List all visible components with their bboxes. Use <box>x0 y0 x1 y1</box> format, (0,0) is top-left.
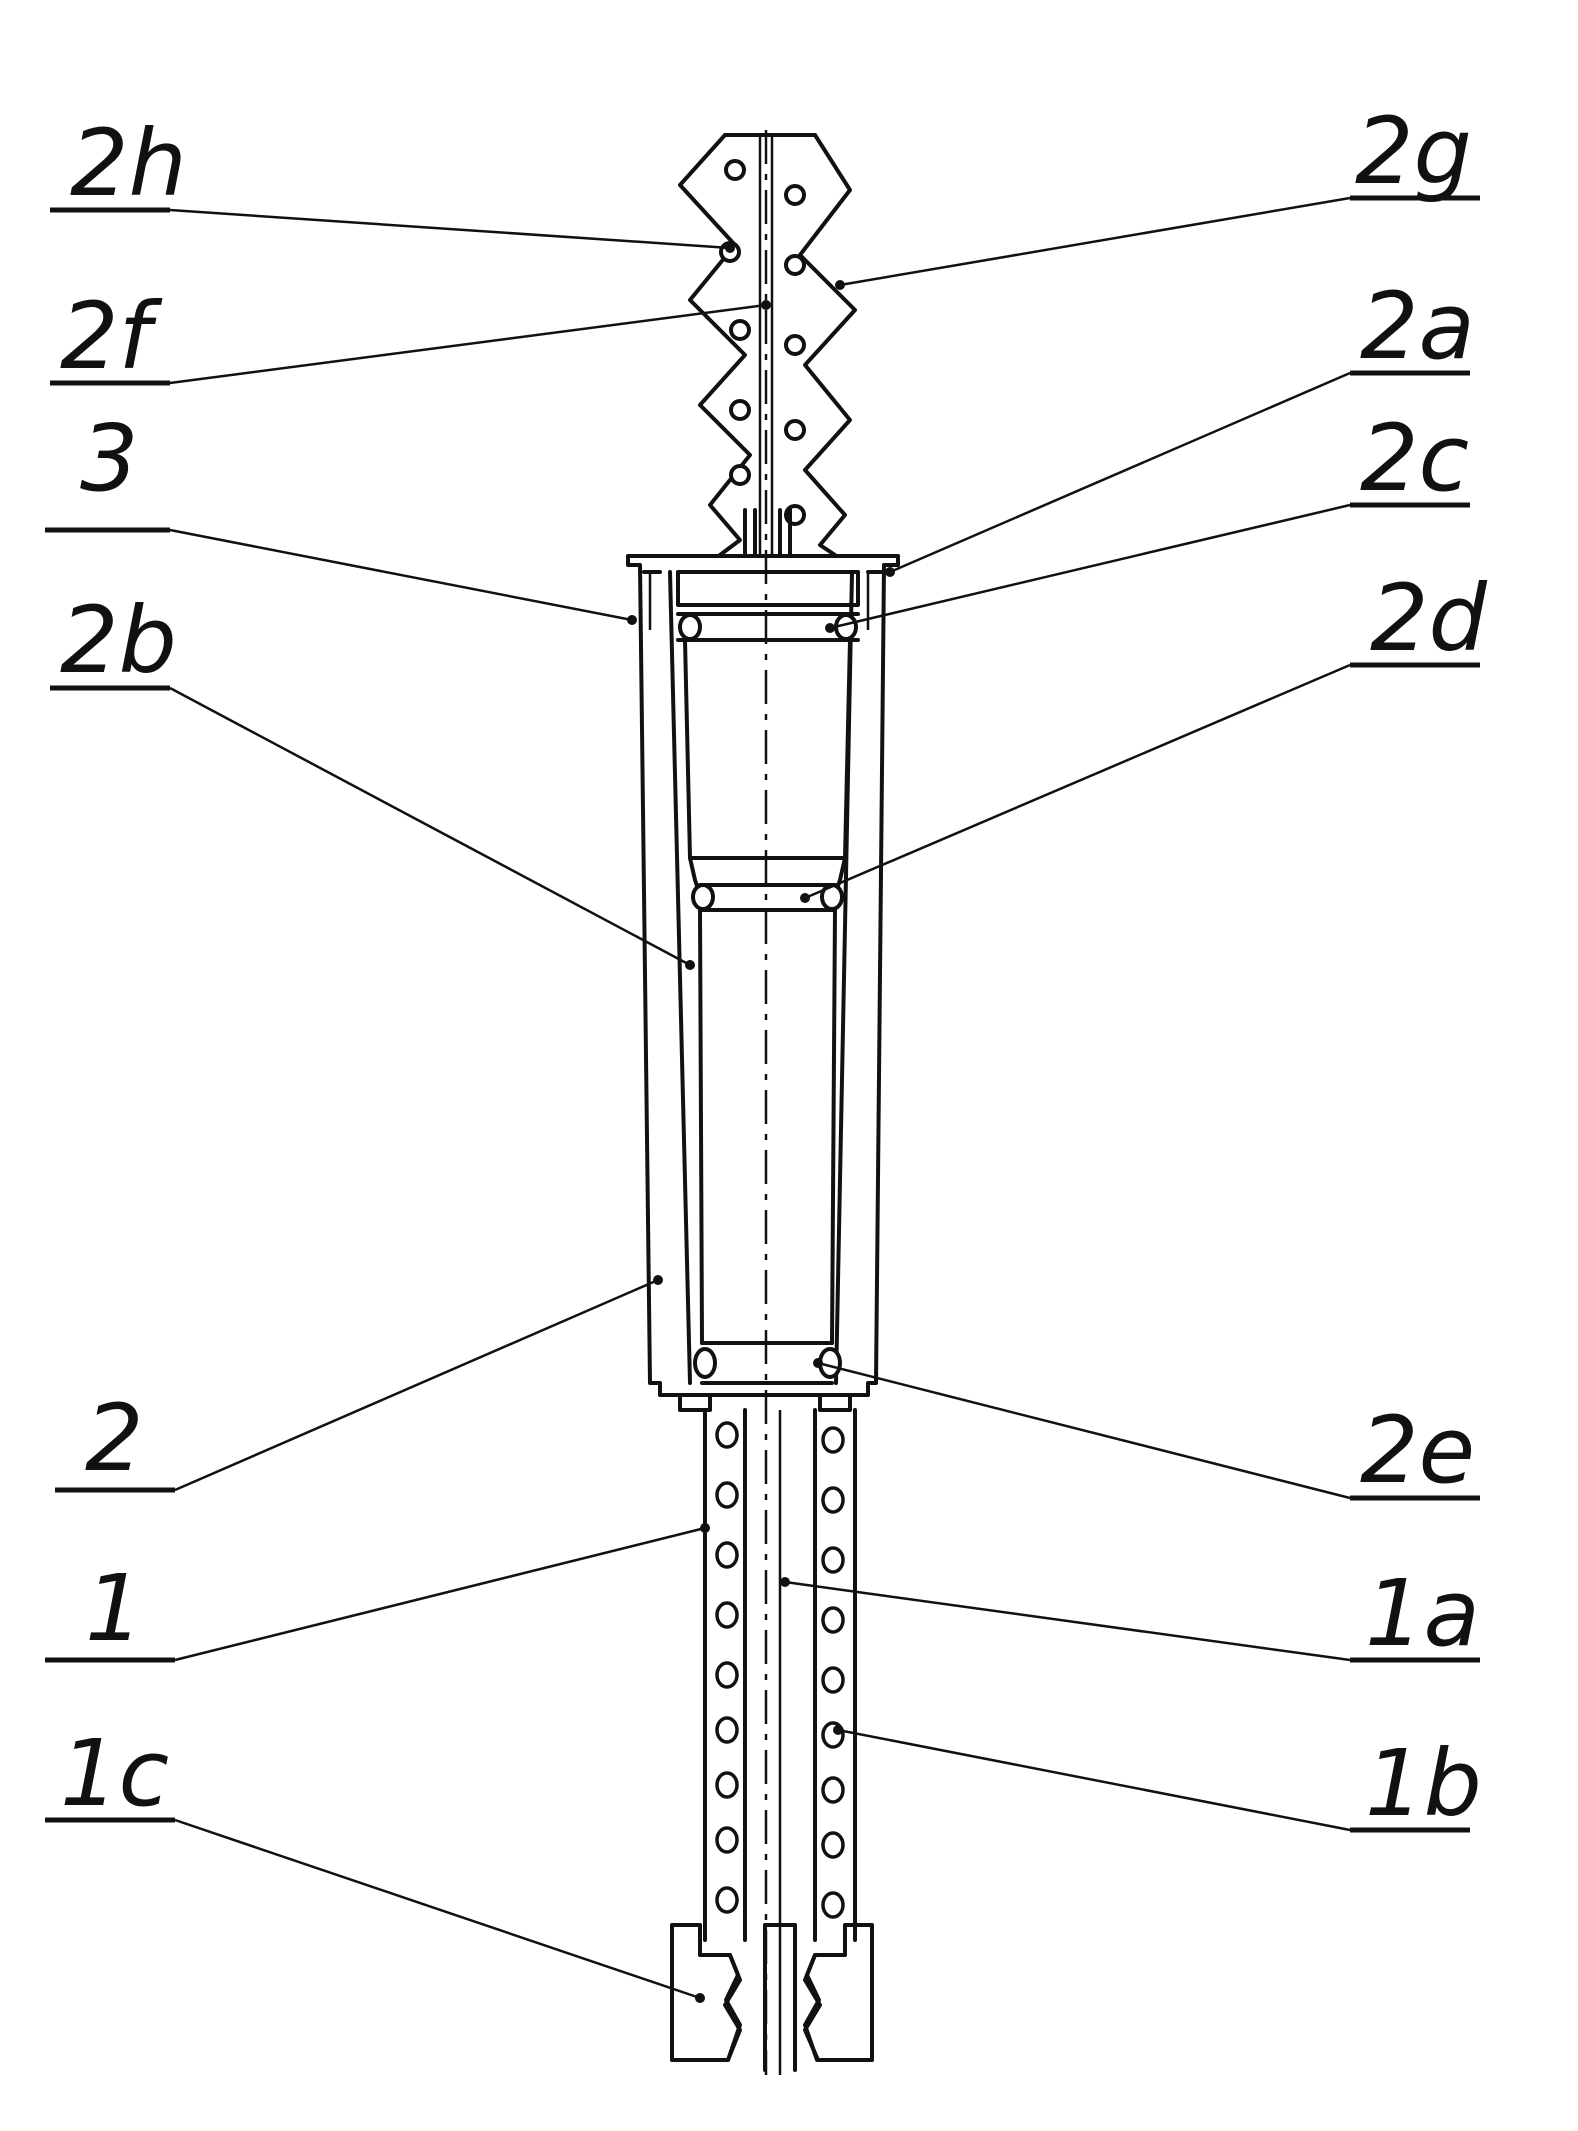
svg-text:1a: 1a <box>1365 1560 1480 1667</box>
svg-text:2b: 2b <box>60 587 177 694</box>
svg-text:2c: 2c <box>1360 405 1469 512</box>
label-1a: 1a <box>1350 1560 1480 1667</box>
svg-text:2e: 2e <box>1360 1397 1475 1504</box>
lower-tube <box>678 1393 857 2075</box>
inner-piston <box>676 570 860 1385</box>
svg-text:2a: 2a <box>1360 273 1475 380</box>
bellows-top <box>678 133 857 557</box>
leader-lines <box>169 196 1351 2003</box>
label-1c: 1c <box>45 1720 175 1827</box>
label-2h: 2h <box>50 110 187 217</box>
outer-housing <box>626 554 900 1397</box>
label-2d: 2d <box>1350 565 1488 672</box>
bottom-nut <box>670 1923 874 2072</box>
label-2b: 2b <box>50 587 177 694</box>
svg-text:2f: 2f <box>60 283 163 390</box>
svg-text:2g: 2g <box>1355 98 1472 205</box>
label-1: 1 <box>45 1555 175 1663</box>
svg-text:1: 1 <box>85 1555 144 1662</box>
label-2a: 2a <box>1350 273 1475 380</box>
svg-text:1c: 1c <box>60 1720 169 1827</box>
svg-text:1b: 1b <box>1365 1730 1482 1837</box>
spring-coils <box>715 1421 845 1919</box>
svg-text:2h: 2h <box>70 110 187 217</box>
label-2g: 2g <box>1350 98 1480 205</box>
label-2f: 2f <box>50 283 170 390</box>
label-1b: 1b <box>1350 1730 1482 1837</box>
svg-text:2d: 2d <box>1370 565 1488 672</box>
svg-text:2: 2 <box>85 1385 144 1492</box>
svg-text:3: 3 <box>80 405 139 512</box>
label-2: 2 <box>55 1385 175 1493</box>
label-3: 3 <box>45 405 170 533</box>
label-2e: 2e <box>1350 1397 1480 1504</box>
label-2c: 2c <box>1350 405 1470 512</box>
